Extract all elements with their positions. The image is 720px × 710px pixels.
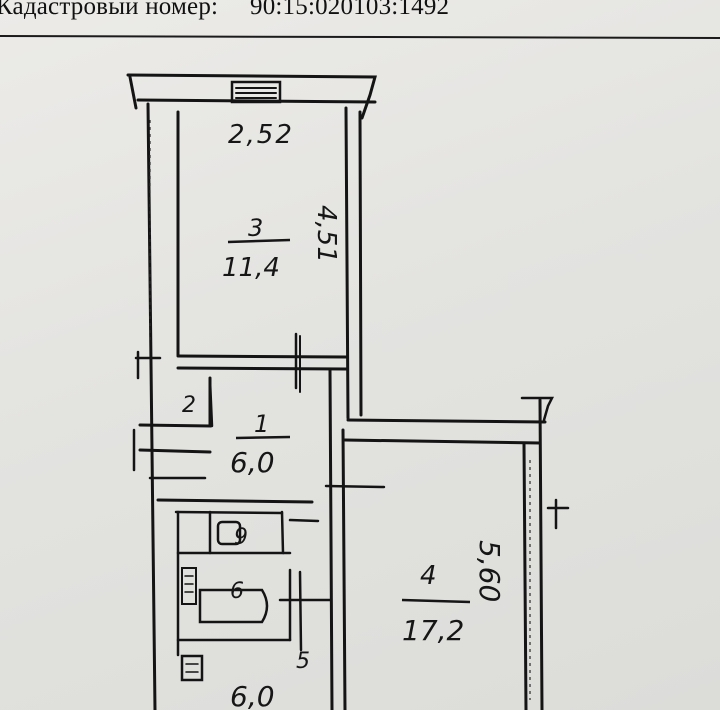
- room4-number: 4: [420, 561, 437, 591]
- room3-number: 3: [248, 214, 263, 242]
- toilet-symbol: [216, 520, 242, 546]
- room3-area: 11,4: [222, 253, 280, 283]
- room1-number: 1: [254, 410, 269, 438]
- room4-length-dimension: 5,60: [473, 540, 506, 602]
- room3-fraction-line: [227, 238, 291, 244]
- room4-left-wall: [341, 428, 347, 710]
- room3-right-wall-inner: [358, 110, 363, 417]
- bathtub-symbol: [198, 588, 269, 624]
- balcony-width-dimension: 2,52: [228, 120, 294, 150]
- cadastral-number-label: Кадастровый номер:: [0, 0, 219, 20]
- header-underline: [0, 35, 720, 39]
- sink-symbol: [181, 567, 197, 605]
- walls: [126, 73, 570, 710]
- dimension-ticks: [149, 120, 531, 700]
- room1-right-wall: [328, 368, 334, 710]
- room4-right-wall-outer: [538, 398, 544, 710]
- room4-top-wall-inner: [343, 438, 542, 445]
- room3-length-dimension: 4,51: [311, 205, 341, 263]
- room3-bottom-wall: [176, 354, 348, 359]
- room2-number: 2: [182, 393, 196, 418]
- window-top: [230, 80, 282, 104]
- left-wall-outer: [146, 102, 157, 710]
- room4-right-wall-inner: [522, 442, 528, 710]
- room4-area: 17,2: [402, 614, 464, 647]
- room1-area: 6,0: [230, 446, 275, 479]
- top-exterior-wall: [126, 73, 377, 120]
- cadastral-number-value: 90:15:020103:1492: [250, 0, 450, 20]
- stove-symbol: [180, 654, 204, 682]
- room3-right-wall-outer: [344, 106, 350, 420]
- room4-top-wall-outer: [346, 418, 547, 424]
- room9-number: 9: [234, 525, 248, 550]
- room4-fraction-line: [401, 598, 471, 604]
- room5-area: 6,0: [230, 680, 275, 710]
- bathroom-top-wall: [156, 498, 314, 504]
- top-left-wall-stub: [128, 75, 138, 110]
- room6-number: 6: [230, 579, 244, 604]
- room1-fraction-line: [235, 435, 291, 440]
- room3-bottom-wall-inner: [176, 366, 348, 371]
- room5-number: 5: [296, 649, 310, 674]
